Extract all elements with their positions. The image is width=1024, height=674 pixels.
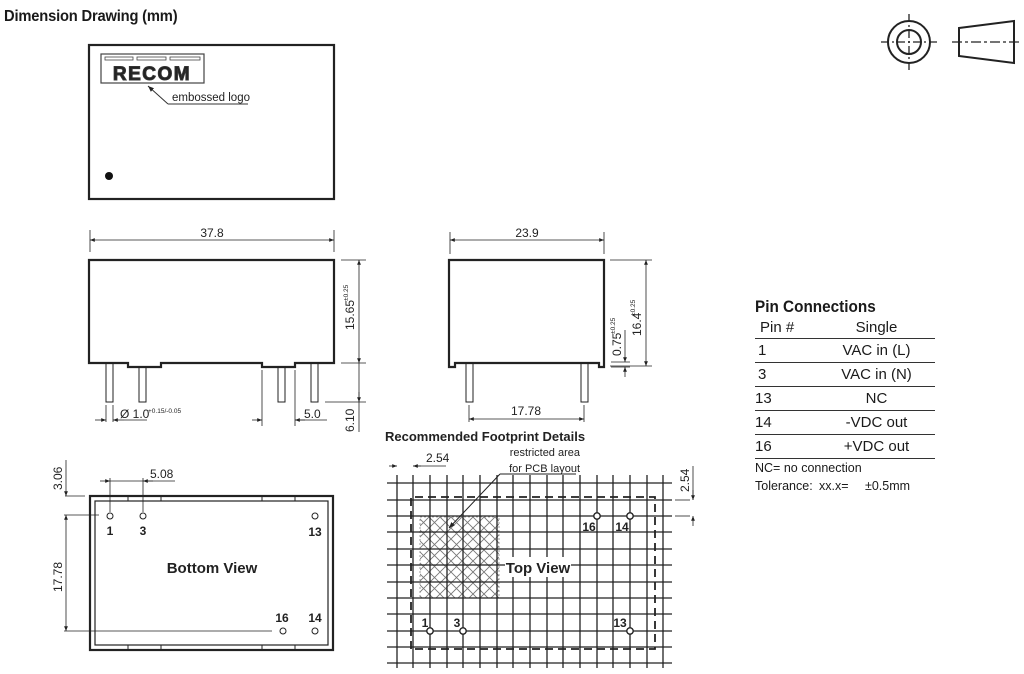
dim-grid-pitch-h: 2.54	[426, 451, 450, 465]
pin1-marker-dot	[105, 172, 113, 180]
bottom-view	[64, 460, 335, 652]
pin-number: 13	[755, 389, 772, 407]
footprint-pin-14-label: 14	[615, 520, 629, 534]
bottom-pin-16-label: 16	[275, 611, 289, 625]
pin-function: -VDC out	[845, 413, 908, 431]
footprint-pin-13-label: 13	[613, 616, 627, 630]
table-header-row: Pin # Single	[755, 318, 935, 339]
tolerance-value: ±0.5mm	[865, 479, 911, 493]
dim-17-78-bottom: 17.78	[51, 562, 65, 592]
side-view-long	[87, 230, 366, 432]
dim-5-08: 5.08	[150, 467, 174, 481]
dim-grid-pitch-v: 2.54	[678, 468, 692, 492]
side-view-short	[447, 232, 652, 422]
dim-pin-spacing-5-0: 5.0	[304, 407, 321, 421]
footprint-title: Recommended Footprint Details	[385, 429, 585, 444]
pin-number: 1	[758, 341, 767, 359]
bottom-pin-1-label: 1	[107, 524, 114, 538]
pin-number: 3	[758, 365, 767, 383]
tolerance-note: Tolerance: xx.x= ±0.5mm	[755, 477, 935, 495]
bottom-pin-14-label: 14	[308, 611, 322, 625]
header-single: Single	[855, 319, 898, 336]
pin-function: +VDC out	[843, 437, 910, 455]
table-row: 3 VAC in (N)	[755, 363, 935, 387]
header-pin: Pin #	[760, 319, 795, 336]
pin-function: VAC in (N)	[841, 365, 912, 383]
tolerance-format: xx.x=	[819, 479, 849, 493]
pin-connections: Pin Connections Pin # Single 1 VAC in (L…	[755, 297, 935, 495]
tolerance-label: Tolerance:	[755, 479, 813, 493]
dim-pin-pitch-17-78: 17.78	[511, 404, 541, 418]
top-view-label-bg	[505, 557, 571, 577]
pin-function: NC	[865, 389, 888, 407]
pin-connections-title: Pin Connections	[755, 297, 876, 316]
dim-pin-length: 6.10	[343, 408, 357, 432]
dim-pin-diameter-tolerance: +0.15/-0.05	[148, 408, 181, 415]
first-angle-projection-icon	[881, 14, 1022, 70]
footprint-pin-1-label: 1	[422, 616, 429, 630]
pin-number: 16	[755, 437, 772, 455]
bottom-pin-13-label: 13	[308, 525, 322, 539]
bottom-pin-3-label: 3	[140, 524, 147, 538]
table-row: 16 +VDC out	[755, 435, 935, 459]
dim-pin-diameter: Ø 1.0	[120, 407, 150, 421]
table-row: 1 VAC in (L)	[755, 339, 935, 363]
package-top-view: RECOM embossed logo	[87, 43, 336, 201]
pin-function: VAC in (L)	[842, 341, 911, 359]
recom-logo: RECOM	[100, 53, 205, 86]
dim-height-16-4: 16.4	[630, 312, 644, 336]
table-row: 14 -VDC out	[755, 411, 935, 435]
dim-standoff-tolerance: ±0.25	[610, 317, 617, 334]
pin-number: 14	[755, 413, 772, 431]
dim-height-tolerance-short: ±0.25	[630, 299, 637, 316]
drawing-title: Dimension Drawing (mm)	[4, 8, 178, 25]
nc-note: NC= no connection	[755, 461, 862, 475]
footprint-pin-16-label: 16	[582, 520, 596, 534]
restricted-area-label: restricted area	[510, 447, 581, 459]
dim-height-tolerance: ±0.25	[343, 284, 350, 301]
bottom-view-label: Bottom View	[167, 560, 258, 577]
embossed-logo-label: embossed logo	[172, 92, 250, 104]
top-view-label: Top View	[506, 560, 571, 577]
restricted-area-label-2: for PCB layout	[509, 463, 580, 475]
dim-width-23-9: 23.9	[515, 226, 539, 240]
dim-standoff: 0.75	[610, 332, 624, 356]
table-row: 13 NC	[755, 387, 935, 411]
dim-3-06: 3.06	[51, 466, 65, 490]
footprint-pin-3-label: 3	[454, 616, 461, 630]
logo-text: RECOM	[113, 64, 191, 85]
dim-width-37-8: 37.8	[200, 226, 224, 240]
dim-height-15-65: 15.65	[343, 300, 357, 330]
pin-connections-table: Pin # Single 1 VAC in (L) 3 VAC in (N) 1…	[755, 318, 935, 459]
